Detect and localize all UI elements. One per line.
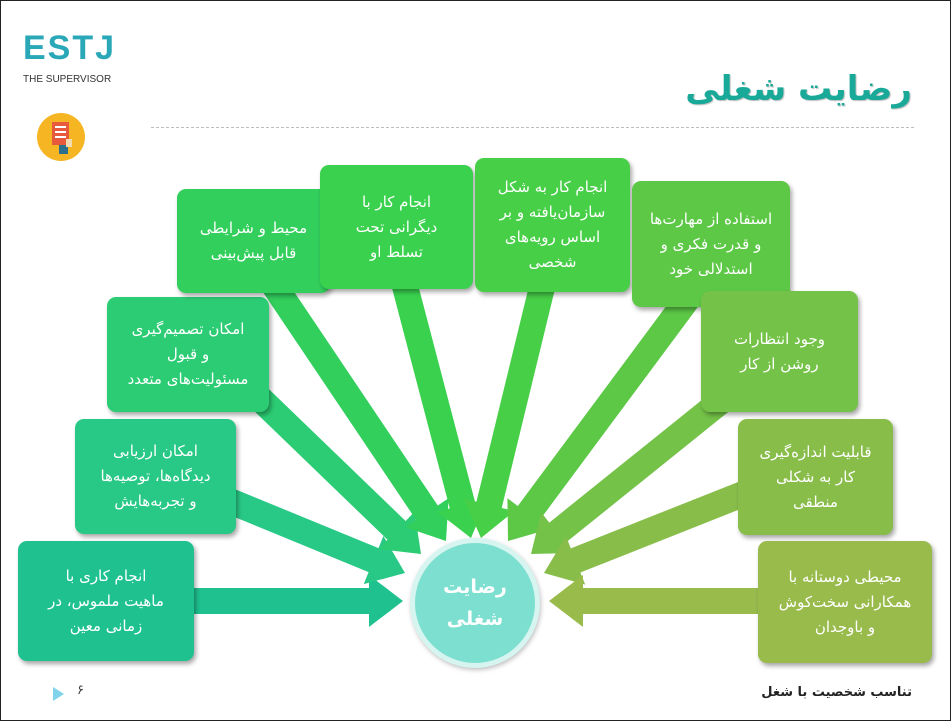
title-divider xyxy=(151,127,914,128)
trait-box-5: انجام کار با دیگرانی تحت تسلط او xyxy=(320,165,473,289)
trait-box-3: امکان تصمیم‌گیری و قبول مسئولیت‌های متعد… xyxy=(107,297,269,412)
trait-box-8: وجود انتظارات روشن از کار xyxy=(701,291,858,412)
slide-title: رضایت شغلی xyxy=(685,69,912,109)
trait-box-2: امکان ارزیابی دیدگاه‌ها، توصیه‌ها و تجرب… xyxy=(75,419,236,534)
center-circle: رضایت شغلی xyxy=(410,538,540,668)
trait-box-6: انجام کار به شکل سازمان‌یافته و بر اساس … xyxy=(475,158,630,292)
trait-box-7: استفاده از مهارت‌ها و قدرت فکری و استدلا… xyxy=(632,181,790,307)
trait-box-9: قابلیت اندازه‌گیری کار به شکلی منطقی xyxy=(738,419,893,535)
trait-box-10: محیطی دوستانه با همکارانی سخت‌کوش و باوج… xyxy=(758,541,932,663)
play-triangle-icon[interactable] xyxy=(53,687,64,701)
arrow-7 xyxy=(507,273,712,541)
arrow-10 xyxy=(549,575,821,627)
arrow-4 xyxy=(240,243,449,541)
trait-box-1: انجام کاری با ماهیت ملموس، در زمانی معین xyxy=(18,541,194,661)
clipboard-checklist-icon xyxy=(37,113,85,161)
trait-box-4: محیط و شرایطی قابل پیش‌بینی xyxy=(177,189,330,293)
arrow-5 xyxy=(388,267,488,538)
logo-subtitle: THE SUPERVISOR xyxy=(23,74,112,85)
page-number: ۶ xyxy=(77,683,84,698)
arrow-6 xyxy=(463,267,559,538)
logo-title: ESTJ xyxy=(23,29,117,67)
footer-text: تناسب شخصیت با شغل xyxy=(761,685,912,700)
